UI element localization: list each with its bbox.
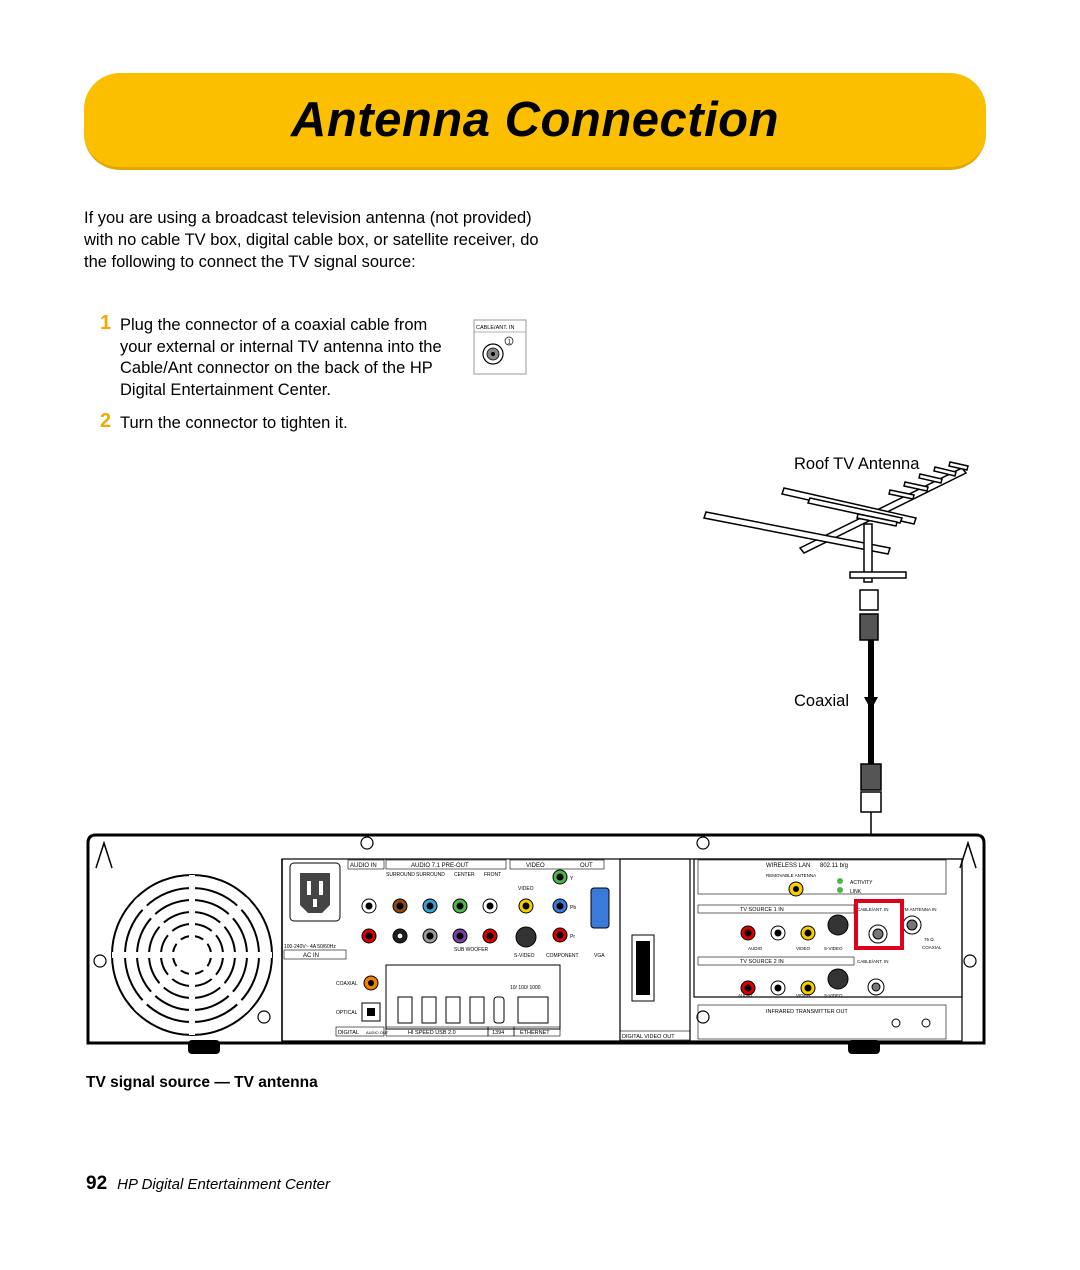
ieee1394-label: 1394 [492,1030,504,1036]
infrared-label: INFRARED TRANSMITTER OUT [766,1009,848,1015]
coaxial-small-label: COAXIAL [922,945,942,950]
audio-label-1: AUDIO [748,946,763,951]
fm-antenna-in-label: FM ANTENNA IN [902,907,937,912]
page-footer: 92 HP Digital Entertainment Center [86,1173,330,1195]
surround-back-label: SURROUND [416,872,445,878]
digital-video-out-label: DIGITAL VIDEO OUT [622,1034,675,1040]
power-rating: 100-240V~ 4A 50/60Hz [284,944,336,950]
tv-source-1-label: TV SOURCE 1 IN [740,907,784,913]
coaxial-75-label: 75 Ω [924,937,934,942]
antenna-icon [703,461,969,641]
audio-label-2: AUDIO [738,993,753,998]
audio-preout-label: AUDIO 7.1 PRE-OUT [411,863,469,869]
digital-label: DIGITAL [338,1030,359,1036]
vga-label: VGA [594,953,605,959]
video-label: VIDEO [518,886,534,892]
s-video-label: S-VIDEO [514,953,535,959]
ac-in-label: AC IN [303,953,319,959]
cable-ant-highlight [854,899,904,950]
step-2: 2 Turn the connector to tighten it. [100,410,480,435]
ethernet-speed-label: 10/ 100/ 1000 [510,985,541,991]
roof-antenna-diagram [703,461,969,840]
component-label: COMPONENT [546,953,579,959]
s-video-label-2: S-VIDEO [824,993,843,998]
footer-text: HP Digital Entertainment Center [117,1176,331,1193]
step-1: 1 Plug the connector of a coaxial cable … [100,312,460,401]
dvi-label: DVI [642,981,650,987]
figure-caption: TV signal source — TV antenna [86,1074,318,1091]
back-panel-diagram: 100-240V~ 4A 50/60Hz AC IN AUDIO IN AUDI… [86,833,986,1054]
removable-antenna-label: REMOVABLE ANTENNA [766,873,816,878]
link-label: LINK [850,889,862,895]
audio-out-label: AUDIO OUT [366,1030,389,1035]
activity-label: ACTIVITY [850,880,873,886]
ethernet-label: ETHERNET [520,1030,550,1036]
cable-ant-in-label: CABLE/ANT. IN [857,907,889,912]
cable-ant-inset: CABLE/ANT. IN 1 [473,319,527,375]
cable-arrow-icon [864,697,878,710]
title-banner: Antenna Connection [84,73,986,170]
fan-icon [111,874,273,1036]
wireless-lan-label: WIRELESS LAN [766,863,810,869]
pb-label: Pb [570,905,576,911]
step-2-number: 2 [100,410,112,432]
surround-label: SURROUND [386,872,415,878]
usb-ports-icon [397,996,549,1024]
optical-label: OPTICAL [336,1010,358,1016]
front-label: FRONT [484,872,501,878]
antenna-label: Roof TV Antenna [794,455,920,473]
subwoofer-label: SUB WOOFER [454,947,489,953]
audio-in-label: AUDIO IN [350,863,377,869]
pr-label: Pr [570,934,575,940]
video-out-video-label: VIDEO [526,863,545,869]
s-video-label-1: S-VIDEO [824,946,843,951]
inset-port-number: 1 [508,340,512,346]
step-2-text: Turn the connector to tighten it. [120,414,348,432]
video-label-1: VIDEO [796,946,811,951]
intro-paragraph: If you are using a broadcast television … [84,209,539,271]
coaxial-port-label: COAXIAL [336,981,358,987]
wireless-std-label: 802.11 b/g [820,863,848,869]
cable-ant-in-2-label: CABLE/ANT. IN [857,959,889,964]
usb-label: HI SPEED USB 2.0 [408,1030,456,1036]
video-out-out-label: OUT [580,863,593,869]
y-label: Y [570,876,574,882]
step-1-number: 1 [100,312,112,334]
tv-source-2-label: TV SOURCE 2 IN [740,959,784,965]
page-number: 92 [86,1173,108,1194]
page-title: Antenna Connection [290,93,780,147]
coaxial-label: Coaxial [794,692,850,710]
center-label: CENTER [454,872,475,878]
step-1-text: Plug the connector of a coaxial cable fr… [120,316,442,399]
inset-label: CABLE/ANT. IN [476,325,515,331]
video-label-2: VIDEO [796,993,811,998]
inset-port-number-circle [504,336,514,346]
